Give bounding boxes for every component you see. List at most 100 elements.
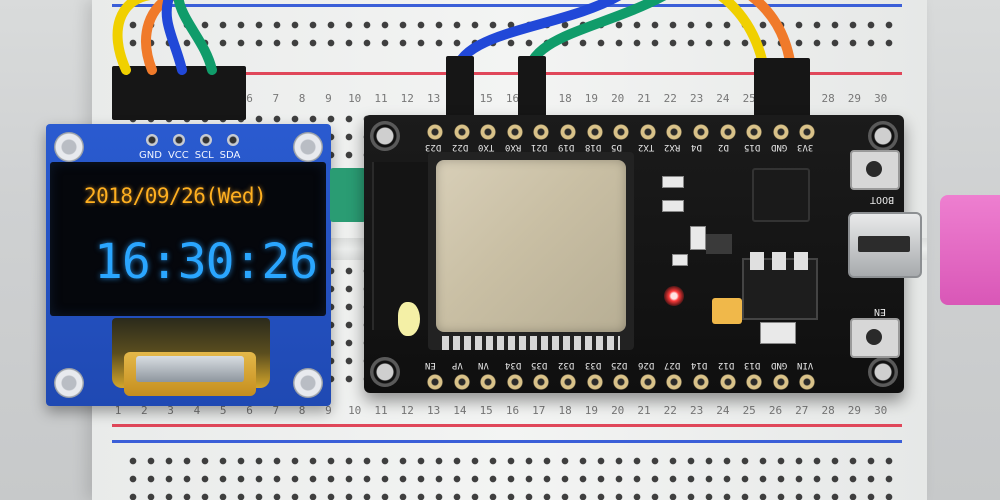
esp-pin-label: D5 (611, 142, 623, 152)
column-number: 13 (426, 404, 441, 417)
usb-uart-chip (752, 168, 810, 222)
esp-pin-label: D19 (558, 142, 575, 152)
column-number: 6 (246, 92, 253, 105)
oled-pin-2 (173, 134, 185, 146)
column-number: 25 (742, 92, 756, 105)
esp-pin-pad (666, 124, 683, 140)
micro-usb-port[interactable] (848, 212, 922, 278)
column-number: 15 (479, 404, 493, 417)
esp-pin-label: VN (478, 360, 490, 370)
oled-pin-labels: GND VCC SCL SDA (139, 150, 254, 161)
column-number: 15 (479, 92, 493, 105)
esp-mount-hole-tl (370, 121, 400, 151)
esp-pin-pad (799, 374, 816, 390)
wire-green-esp (522, 0, 667, 85)
esp-pin-label: 3V3 (797, 142, 814, 152)
esp-pin-pad (746, 374, 763, 390)
column-number: 5 (219, 404, 227, 417)
esp-pin-pad (480, 374, 497, 390)
column-number: 1 (114, 404, 122, 417)
esp-pin-label: RX2 (664, 142, 681, 152)
hot-glue-dot (398, 302, 420, 336)
esp-pin-pad (639, 374, 656, 390)
esp-pin-label: D18 (584, 142, 601, 152)
column-number: 10 (348, 92, 362, 105)
esp-pin-label: D25 (611, 360, 628, 370)
esp-pin-pad (613, 374, 630, 390)
column-number: 7 (272, 404, 280, 417)
wire-yellow-oled (112, 0, 151, 75)
regulator-tab-1 (750, 252, 764, 270)
oled-wire-header (112, 66, 246, 120)
esp-pin-pad (533, 374, 550, 390)
column-number: 9 (325, 404, 332, 417)
oled-mount-hole-tl (54, 132, 84, 162)
esp-pin-pad (533, 124, 550, 140)
column-number: 4 (193, 404, 201, 417)
tantalum-capacitor (712, 298, 742, 324)
esp-pin-pad (506, 124, 523, 140)
column-number: 13 (426, 92, 441, 105)
en-label: EN (874, 306, 887, 317)
column-number: 7 (272, 92, 280, 105)
boot-button[interactable] (850, 150, 900, 190)
micro-usb-slot (858, 236, 910, 252)
smd-component-5 (672, 254, 688, 266)
oled-module: GND VCC SCL SDA 2018/09/26(Wed) 16:30:26 (46, 124, 331, 406)
esp-pin-label: D35 (531, 360, 548, 370)
esp-pin-pad (453, 124, 470, 140)
esp-pin-pad (427, 374, 443, 390)
esp-pin-label: D22 (451, 142, 468, 152)
esp-pin-label: TX0 (478, 142, 495, 152)
column-number: 27 (795, 404, 809, 417)
oled-mount-hole-br (293, 368, 323, 398)
column-number: 21 (637, 404, 651, 417)
esp-mount-hole-tr (868, 121, 898, 151)
column-number: 30 (874, 404, 888, 417)
esp-pin-label: D23 (425, 142, 442, 152)
bottom-red-rail-line (112, 424, 902, 427)
wire-green-oled (173, 0, 217, 75)
column-number: 19 (584, 404, 599, 417)
esp-wire-header-left (446, 56, 474, 124)
regulator-tab-2 (772, 252, 786, 270)
column-number: 12 (400, 92, 414, 105)
column-number: 28 (821, 404, 835, 417)
column-number: 23 (689, 404, 704, 417)
en-button[interactable] (850, 318, 900, 358)
esp-pin-label: D15 (744, 142, 761, 152)
column-number: 29 (847, 92, 862, 105)
esp-pin-label: D12 (717, 360, 734, 370)
esp-pin-label: D32 (558, 360, 575, 370)
esp-pin-pad (666, 374, 683, 390)
column-number: 16 (505, 92, 520, 105)
esp-pin-label: D14 (691, 360, 708, 370)
esp-mount-hole-br (868, 357, 898, 387)
esp-pin-label: RX0 (504, 142, 522, 152)
column-number: 24 (716, 92, 730, 105)
column-number: 26 (768, 404, 783, 417)
oled-pin-label-sda: SDA (219, 150, 241, 161)
esp-pin-pad (586, 124, 603, 140)
esp-pin-pad (772, 374, 789, 390)
column-number: 28 (821, 92, 835, 105)
oled-pin-label-vcc: VCC (167, 150, 189, 161)
column-number: 21 (637, 92, 651, 105)
oled-screen: 2018/09/26(Wed) 16:30:26 (50, 162, 326, 316)
esp-pin-pad (639, 124, 656, 140)
smd-component-4 (706, 234, 732, 254)
esp-pin-label: D2 (717, 142, 729, 152)
green-terminal (330, 168, 366, 222)
smd-component-1 (662, 176, 684, 188)
wire-blue-oled (161, 0, 187, 75)
esp-pin-label: EN (425, 360, 436, 370)
esp-mount-hole-bl (370, 357, 400, 387)
column-number: 6 (246, 404, 253, 417)
column-number: 12 (400, 404, 414, 417)
esp-pin-pad (560, 374, 576, 390)
oled-flex-metal (136, 356, 244, 382)
esp-pin-label: D4 (691, 142, 702, 152)
column-number: 29 (847, 404, 862, 417)
esp-wire-header-mid (518, 56, 546, 124)
